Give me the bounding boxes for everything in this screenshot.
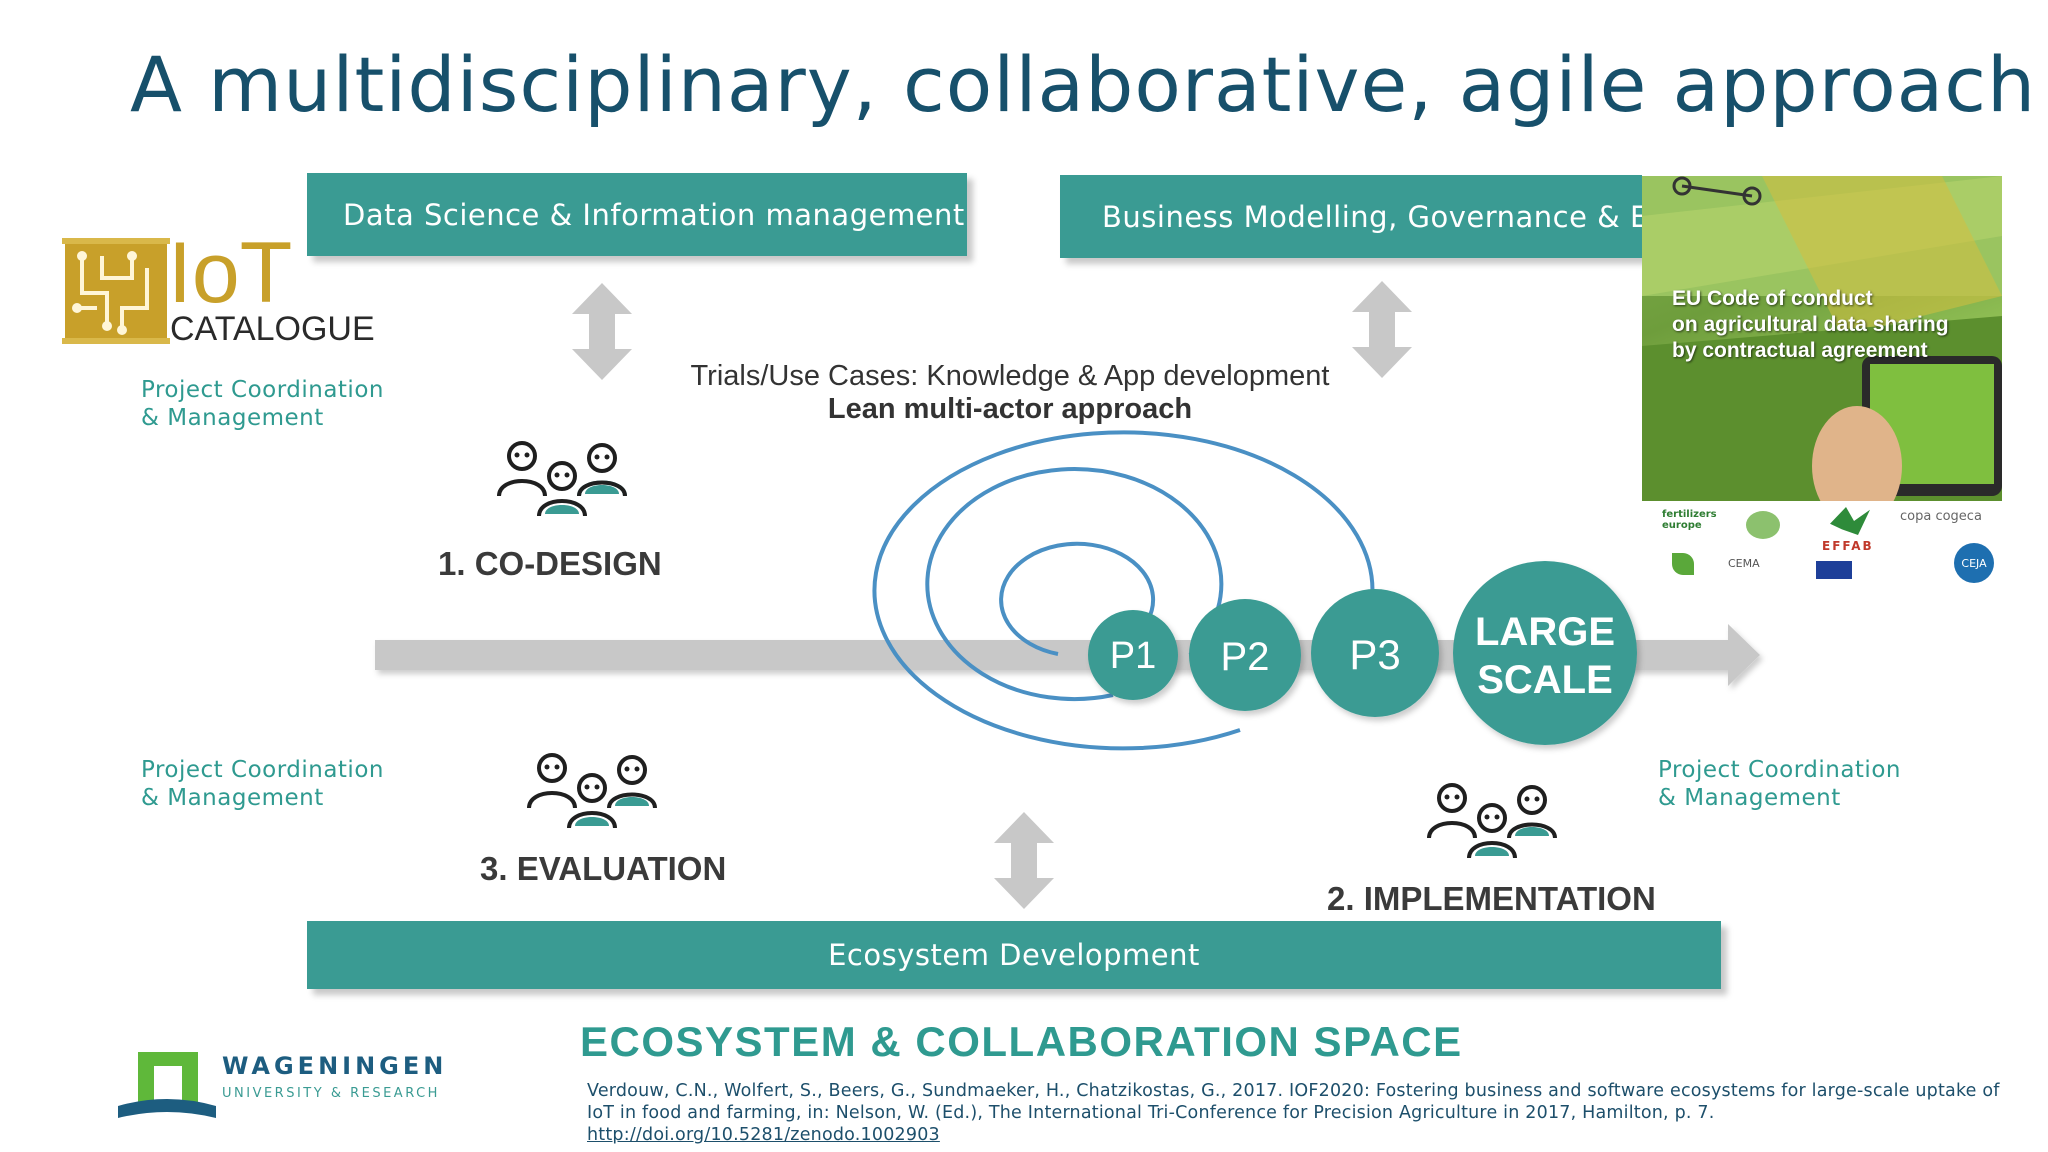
- phase-p2-label: P2: [1221, 635, 1270, 679]
- photo-caption-line: on agricultural data sharing: [1672, 313, 1949, 336]
- reference-link[interactable]: http://doi.org/10.5281/zenodo.1002903: [587, 1125, 940, 1145]
- large-scale-circle: [1453, 561, 1637, 745]
- wageningen-name: WAGENINGEN: [222, 1052, 448, 1080]
- fertilizers-europe-logo: fertilizers europe: [1662, 509, 1717, 531]
- phase-circles: [1088, 561, 1637, 745]
- wageningen-emblem-icon: [118, 1052, 216, 1118]
- scale-label: SCALE: [1477, 658, 1613, 702]
- data-science-label: Data Science & Information management: [343, 197, 965, 232]
- photo-caption-line: EU Code of conduct: [1672, 287, 1873, 310]
- phase-p3-label: P3: [1349, 631, 1400, 678]
- photo-caption: EU Code of conduct on agricultural data …: [1672, 286, 1949, 364]
- field-image: [1642, 176, 2002, 501]
- trials-text: Trials/Use Cases: Knowledge & App develo…: [680, 360, 1340, 426]
- coordination-line: Project Coordination: [1658, 757, 1901, 783]
- eu-code-photo: EU Code of conduct on agricultural data …: [1642, 176, 2002, 501]
- coordination-bottom-left: Project Coordination & Management: [141, 756, 384, 812]
- coordination-line: & Management: [141, 785, 324, 811]
- coordination-line: Project Coordination: [141, 377, 384, 403]
- business-bar: Business Modelling, Governance & Ethics: [1060, 175, 1642, 258]
- people-group-icon: [527, 753, 657, 829]
- green-circle-icon: [1746, 511, 1780, 539]
- stage-evaluation: 3. EVALUATION: [480, 850, 727, 887]
- coordination-bottom-right: Project Coordination & Management: [1658, 756, 1901, 812]
- slide-title: A multidisciplinary, collaborative, agil…: [130, 40, 2037, 129]
- ceja-logo-text: CEJA: [1961, 556, 1987, 570]
- bird-icon: [1830, 507, 1870, 535]
- reference-text: Verdouw, C.N., Wolfert, S., Beers, G., S…: [587, 1081, 2000, 1123]
- wageningen-sub: UNIVERSITY & RESEARCH: [222, 1086, 440, 1101]
- business-label: Business Modelling, Governance & Ethics: [1102, 199, 1642, 234]
- wageningen-logo: WAGENINGEN UNIVERSITY & RESEARCH: [118, 1048, 478, 1120]
- ceja-logo: CEJA: [1954, 543, 1994, 583]
- cema-logo: CEMA: [1728, 557, 1760, 570]
- effab-logo: EFFAB: [1822, 539, 1874, 553]
- people-group-icon: [1427, 783, 1557, 859]
- iot-logo-text: IoT: [168, 225, 293, 321]
- partner-logos: fertilizers europe copa cogeca CEMA EFFA…: [1642, 501, 2002, 583]
- stage-implementation: 2. IMPLEMENTATION: [1327, 880, 1656, 917]
- ecosystem-space-title: ECOSYSTEM & COLLABORATION SPACE: [580, 1018, 1463, 1065]
- trials-line2: Lean multi-actor approach: [827, 393, 1193, 425]
- coordination-line: & Management: [141, 405, 324, 431]
- coordination-line: & Management: [1658, 785, 1841, 811]
- stage-codesign: 1. CO-DESIGN: [438, 545, 662, 582]
- data-science-bar: Data Science & Information management: [307, 173, 967, 256]
- large-label: LARGE: [1475, 610, 1615, 654]
- phase-p1-label: P1: [1110, 635, 1156, 677]
- double-arrow-icon: [572, 283, 632, 380]
- ecosystem-bar: Ecosystem Development: [307, 921, 1721, 989]
- ecosystem-label: Ecosystem Development: [828, 938, 1200, 972]
- iot-catalogue-logo: IoT CATALOGUE: [62, 225, 387, 348]
- phase-p3-circle: [1311, 589, 1439, 717]
- double-arrow-icon: [1352, 281, 1412, 378]
- iteration-spiral: [872, 430, 1375, 751]
- photo-caption-line: by contractual agreement: [1672, 339, 1928, 362]
- phase-p2-circle: [1189, 599, 1301, 711]
- people-group-icon: [497, 441, 627, 517]
- coordination-top-left: Project Coordination & Management: [141, 376, 384, 432]
- leaf-icon: [1672, 553, 1694, 575]
- trials-line1: Trials/Use Cases: Knowledge & App develo…: [690, 360, 1330, 392]
- circuit-icon: [62, 238, 170, 344]
- copa-cogeca-logo: copa cogeca: [1900, 509, 1982, 524]
- catalogue-logo-text: CATALOGUE: [170, 310, 375, 348]
- coordination-line: Project Coordination: [141, 757, 384, 783]
- reference-citation: Verdouw, C.N., Wolfert, S., Beers, G., S…: [587, 1080, 2027, 1146]
- eu-flag-icon: [1816, 561, 1852, 579]
- phase-p1-circle: [1088, 610, 1178, 700]
- double-arrow-icon: [994, 812, 1054, 909]
